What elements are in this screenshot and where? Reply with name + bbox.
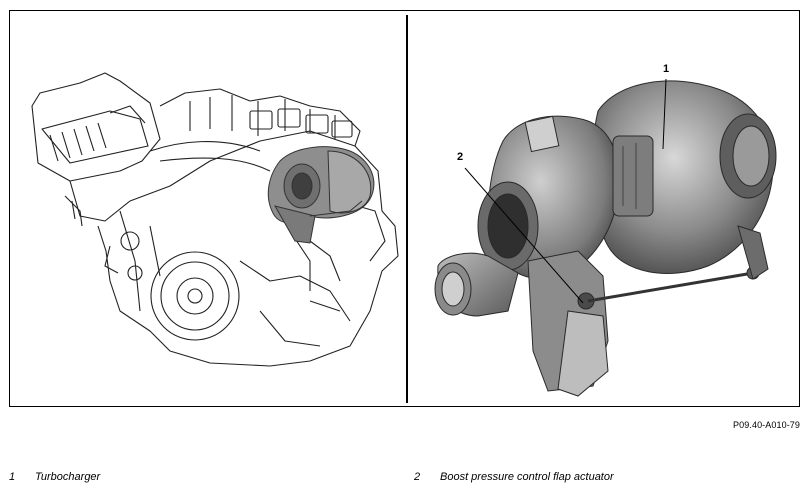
turbocharger-illustration: 1 2	[408, 11, 799, 406]
callout-2-label: 2	[457, 151, 464, 163]
callout-1-label: 1	[663, 63, 670, 75]
turbocharger-drawing	[434, 78, 777, 397]
callout-2-leader	[464, 167, 584, 304]
legend-item-boost-pressure-actuator: 2 Boost pressure control flap actuator	[414, 471, 614, 483]
panel-divider	[406, 15, 408, 403]
figure-id: P09.40-A010-79	[733, 420, 800, 430]
legend-number: 1	[9, 471, 16, 483]
legend-label: Boost pressure control flap actuator	[440, 471, 614, 483]
figure-frame: 1 2	[9, 10, 800, 407]
turbocharger-highlight	[267, 146, 375, 244]
legend-item-turbocharger: 1 Turbocharger	[9, 471, 100, 483]
legend-number: 2	[414, 471, 421, 483]
engine-drawing	[31, 72, 399, 367]
engine-illustration	[10, 11, 406, 406]
callout-1-leader	[662, 78, 667, 150]
legend-label: Turbocharger	[35, 471, 101, 483]
